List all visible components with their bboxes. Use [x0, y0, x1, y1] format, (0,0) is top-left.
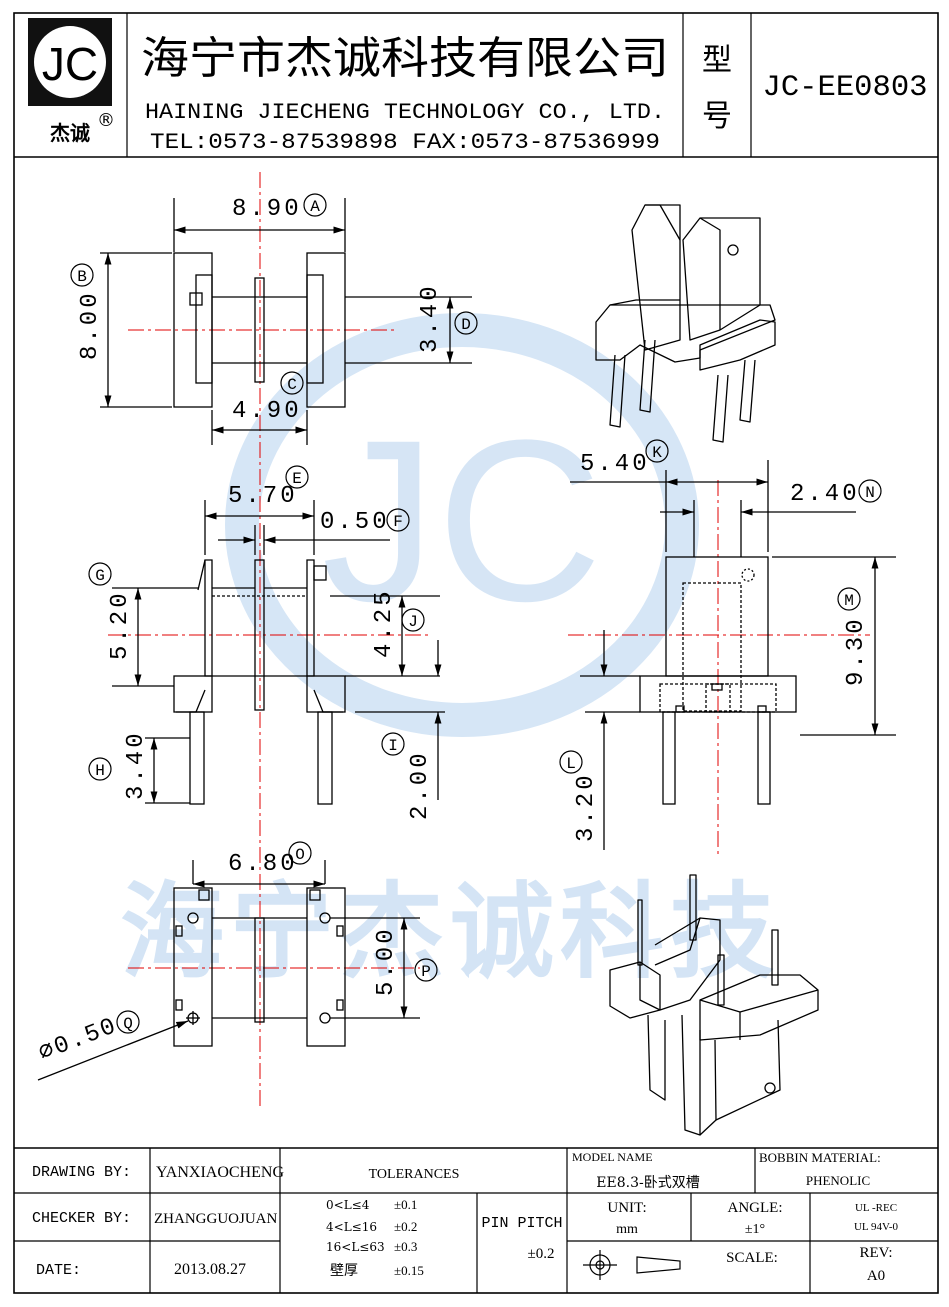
model-label-2: 号: [702, 99, 732, 134]
scale-label: SCALE:: [726, 1250, 778, 1266]
dim-9-30: 9.30: [843, 616, 870, 686]
callout-Q: Q: [123, 1015, 133, 1033]
bobbin-value: PHENOLIC: [806, 1173, 870, 1188]
dim-0-50: 0.50: [320, 509, 390, 536]
tol-range-0: 0<L≤4: [326, 1198, 370, 1212]
bobbin-label: BOBBIN MATERIAL:: [759, 1150, 881, 1165]
tol-range-2: 16<L≤63: [326, 1240, 385, 1254]
callout-O: O: [295, 846, 305, 864]
tol-value-3: ±0.15: [394, 1263, 424, 1278]
dim-2-00: 2.00: [407, 750, 434, 820]
callout-P: P: [421, 963, 431, 981]
view-side-labels: 5.40 K 2.40 N M 9.30 L 3.20: [559, 439, 882, 842]
dim-3-40b: 3.40: [123, 730, 150, 800]
company-name-en: HAINING JIECHENG TECHNOLOGY CO., LTD.: [145, 100, 665, 125]
watermark-text: 海宁杰诚科技: [120, 871, 780, 993]
view-side: [568, 460, 896, 855]
callout-L: L: [566, 755, 576, 773]
callout-N: N: [865, 484, 875, 502]
company-name-cn: 海宁市杰诚科技有限公司: [141, 33, 669, 84]
model-name-value: EE8.3-卧式双槽: [596, 1175, 699, 1191]
dim-3-20: 3.20: [573, 772, 600, 842]
title-block: [14, 1147, 938, 1293]
callout-H: H: [95, 762, 105, 780]
drawing-by-label: DRAWING BY:: [32, 1164, 131, 1181]
title-block-text: DRAWING BY: YANXIAOCHENG TOLERANCES MODE…: [32, 1150, 899, 1284]
dim-5-40: 5.40: [580, 451, 650, 478]
iso-view-1: [595, 204, 776, 443]
tol-range-1: 4<L≤16: [326, 1220, 377, 1234]
model-name-label: MODEL NAME: [572, 1150, 653, 1164]
dim-2-40: 2.40: [790, 481, 860, 508]
pin-pitch-label: PIN PITCH: [481, 1215, 562, 1232]
header: JC 杰诚 ® 海宁市杰诚科技有限公司 HAINING JIECHENG TEC…: [14, 13, 938, 158]
tol-value-1: ±0.2: [394, 1219, 417, 1234]
company-logo: JC 杰诚 ®: [28, 18, 115, 145]
pin-pitch-value: ±0.2: [528, 1246, 555, 1262]
company-contact: TEL:0573-87539898 FAX:0573-87536999: [150, 130, 660, 155]
logo-sub: 杰诚: [50, 121, 90, 145]
dim-4-25: 4.25: [371, 588, 398, 658]
ul-94v0: UL 94V-0: [854, 1221, 899, 1233]
dim-6-80: 6.80: [228, 851, 298, 878]
view-top-labels: 8.90 A B 8.00 3.40 D C 4.90: [70, 193, 478, 425]
callout-D: D: [461, 316, 471, 334]
dim-5-70: 5.70: [228, 483, 298, 510]
callout-K: K: [652, 444, 662, 462]
view-front-labels: 5.70 E 0.50 F G 5.20 4.25 J H 3.40 I 2.0…: [88, 465, 434, 820]
angle-label: ANGLE:: [728, 1200, 783, 1216]
dim-diameter: ⌀0.50: [35, 1013, 121, 1068]
checker-by-value: ZHANGGUOJUAN: [154, 1211, 277, 1227]
callout-G: G: [95, 567, 105, 585]
tol-value-0: ±0.1: [394, 1197, 417, 1212]
view-top: [100, 172, 472, 1110]
checker-by-label: CHECKER BY:: [32, 1210, 131, 1227]
angle-value: ±1°: [745, 1222, 765, 1237]
unit-value: mm: [616, 1222, 638, 1237]
iso-view-2: [609, 874, 819, 1136]
view-front: [108, 500, 445, 805]
date-value: 2013.08.27: [174, 1261, 246, 1278]
watermark-letters: JC: [321, 392, 602, 649]
logo-registered-mark: ®: [97, 110, 115, 131]
watermark: JC 海宁杰诚科技: [120, 313, 780, 993]
model-number: JC-EE0803: [763, 71, 928, 105]
callout-I: I: [388, 737, 398, 755]
callout-M: M: [844, 592, 854, 610]
dim-8-90: 8.90: [232, 196, 302, 223]
rev-label: REV:: [859, 1245, 892, 1261]
callout-B: B: [77, 268, 87, 286]
dim-4-90: 4.90: [232, 398, 302, 425]
callout-C: C: [287, 376, 297, 394]
unit-label: UNIT:: [607, 1200, 646, 1216]
dim-5-20: 5.20: [107, 590, 134, 660]
ul-rec: UL -REC: [855, 1202, 897, 1214]
tolerances-label: TOLERANCES: [369, 1167, 460, 1182]
callout-J: J: [408, 613, 418, 631]
tol-range-3: 壁厚: [330, 1263, 358, 1279]
view-bottom: [37, 860, 420, 1081]
callout-E: E: [292, 470, 302, 488]
logo-text: JC: [42, 38, 98, 90]
model-label-1: 型: [702, 43, 732, 78]
callout-A: A: [310, 198, 320, 216]
date-label: DATE:: [36, 1262, 81, 1279]
rev-value: A0: [867, 1268, 885, 1284]
tol-value-2: ±0.3: [394, 1239, 417, 1254]
dim-5-00: 5.00: [373, 926, 400, 996]
drawing-by-value: YANXIAOCHENG: [156, 1164, 284, 1181]
dim-3-40a: 3.40: [417, 283, 444, 353]
callout-F: F: [393, 513, 403, 531]
dim-8-00: 8.00: [77, 290, 104, 360]
